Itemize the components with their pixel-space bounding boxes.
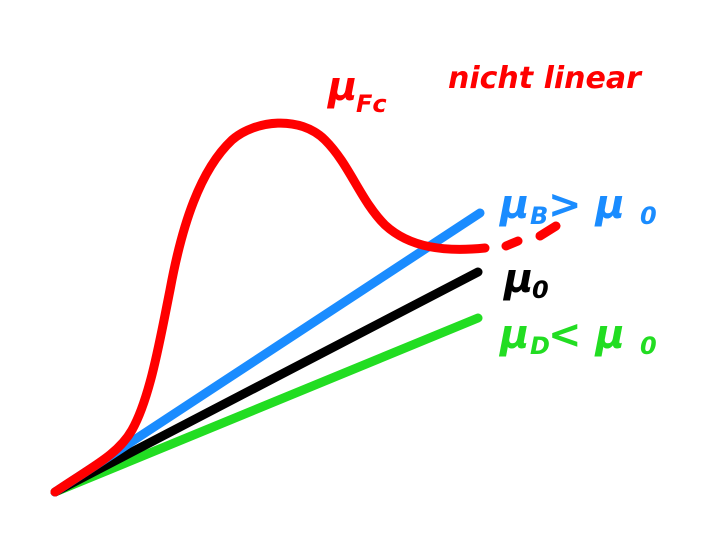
label-mu-0-main: μ xyxy=(502,256,533,302)
label-mu-b-main: μ xyxy=(498,182,529,228)
label-mu-b: μ B > μ 0 xyxy=(498,182,657,230)
red-curve-mu-fc xyxy=(50,118,490,497)
label-mu-fc: μ Fc xyxy=(326,64,387,118)
label-mu-b-sub: B xyxy=(530,202,548,230)
label-mu-0: μ 0 xyxy=(502,256,549,304)
green-line-mu-d xyxy=(50,313,483,497)
label-mu-b-rel-sub: 0 xyxy=(640,202,657,230)
red-dash-2 xyxy=(535,221,561,241)
label-mu-0-sub: 0 xyxy=(532,276,549,304)
label-mu-d: μ D < μ 0 xyxy=(498,312,657,360)
label-mu-d-rel-sub: 0 xyxy=(640,332,657,360)
label-mu-b-rel: > μ xyxy=(548,182,625,228)
red-dash-1 xyxy=(501,236,523,251)
label-mu-fc-main: μ xyxy=(326,64,357,110)
label-mu-fc-sub: Fc xyxy=(356,90,387,118)
label-mu-d-rel: < μ xyxy=(548,312,625,358)
label-nicht-linear: nicht linear xyxy=(448,61,643,96)
label-mu-d-sub: D xyxy=(530,332,550,360)
label-mu-d-main: μ xyxy=(498,312,529,358)
black-line-mu-0 xyxy=(50,267,483,497)
